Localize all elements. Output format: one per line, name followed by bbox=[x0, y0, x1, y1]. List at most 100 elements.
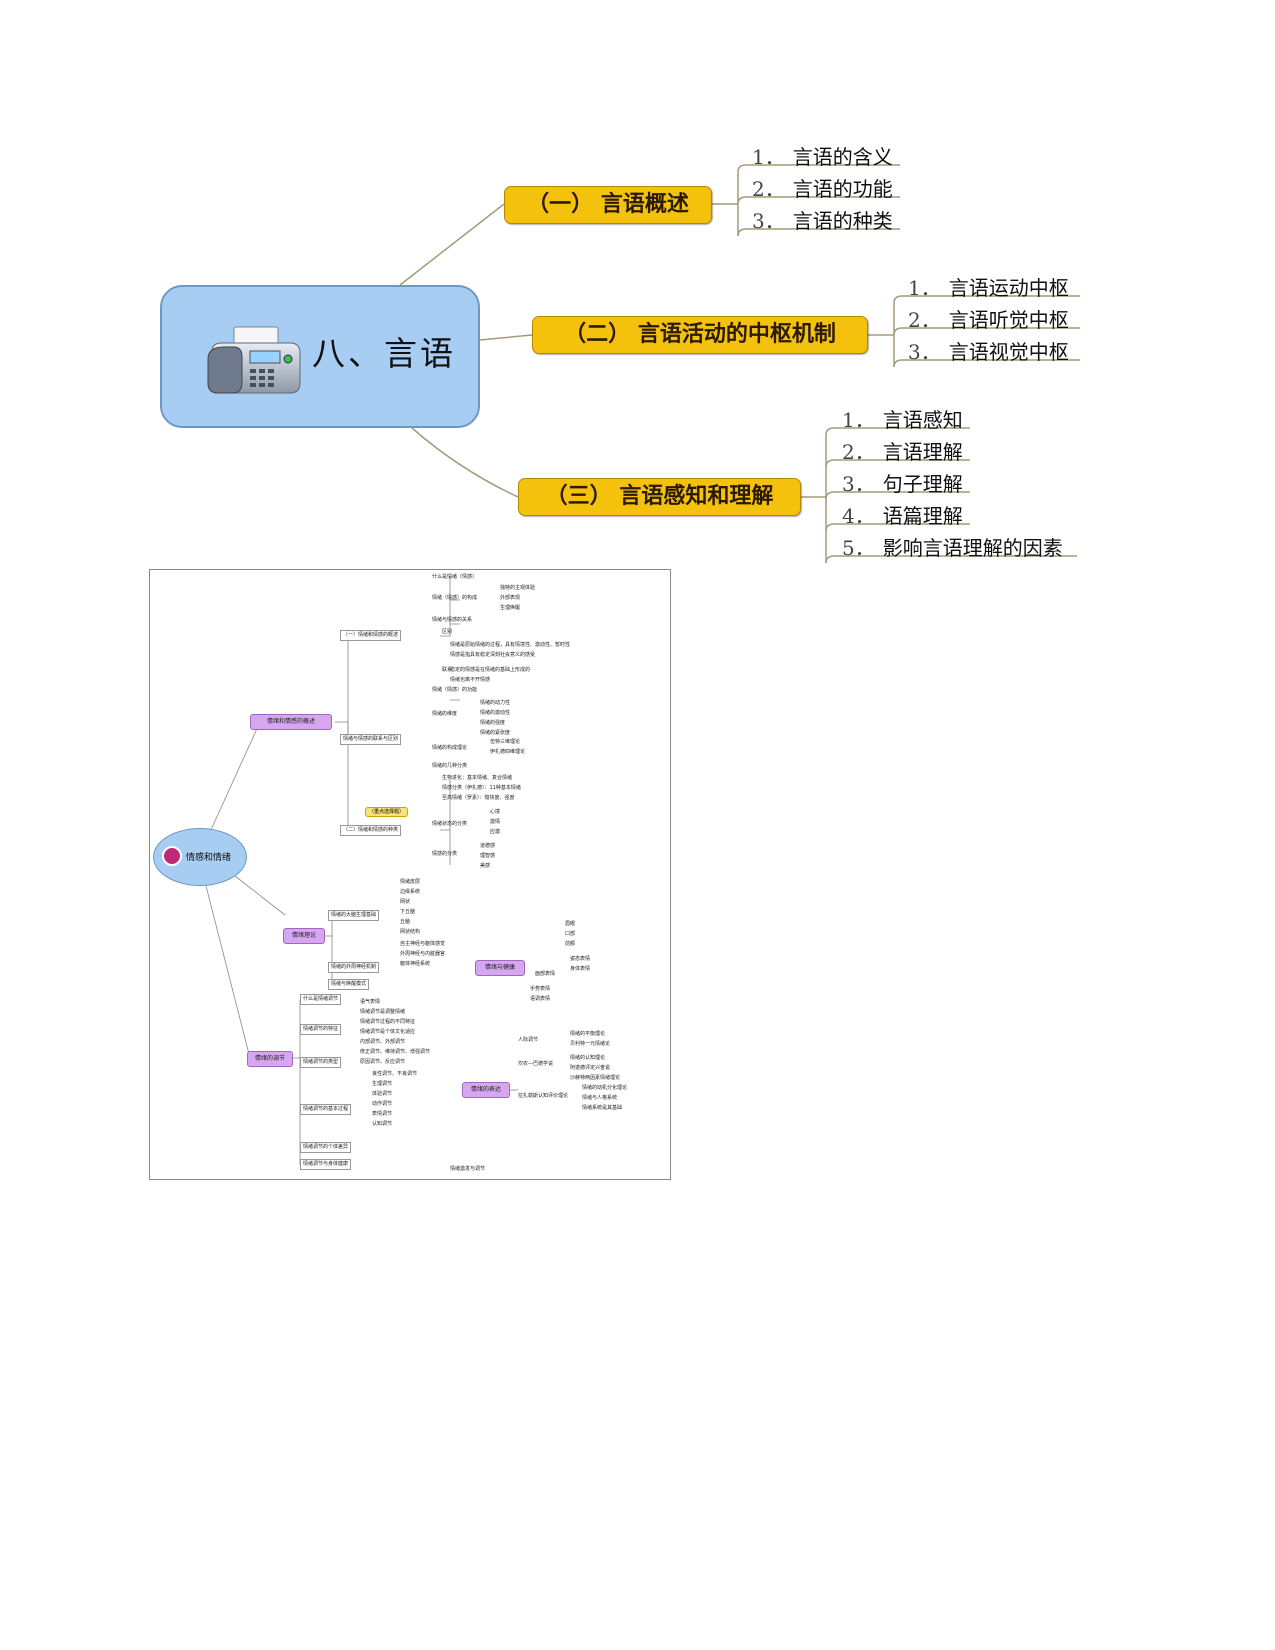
detail-text: 认知调节 bbox=[372, 1121, 393, 1127]
detail-text: 表情调节 bbox=[372, 1111, 393, 1117]
leaf-item: 4．语篇理解 bbox=[842, 504, 963, 528]
leaf-item: 3．言语的种类 bbox=[752, 209, 893, 233]
detail-text: 体验调节 bbox=[372, 1091, 393, 1097]
map1-root-label: 八、言语 bbox=[312, 334, 456, 373]
detail-text: 阿诺德评定兴奋说 bbox=[570, 1065, 611, 1071]
sub-node: 情绪调节的基本过程 bbox=[300, 1104, 352, 1115]
leaf-item: 3．言语视觉中枢 bbox=[908, 340, 1069, 364]
detail-text: 网状结构 bbox=[400, 929, 421, 935]
detail-text: 什么是情绪（情感） bbox=[432, 574, 478, 580]
key-point-tag: （重点选择题） bbox=[365, 807, 409, 817]
detail-text: 美感 bbox=[480, 863, 491, 869]
detail-text: 自主神经与躯体感觉 bbox=[400, 941, 446, 947]
detail-text: 情绪皮层 bbox=[400, 879, 421, 885]
connector-root-branch1 bbox=[399, 203, 505, 286]
detail-text: 情绪的维度 bbox=[432, 711, 458, 717]
sub-node: 什么是情绪调节 bbox=[300, 994, 342, 1005]
detail-text: 生物进化：基本情绪、复合情绪 bbox=[442, 775, 513, 781]
leaf-item: 2．言语的功能 bbox=[752, 177, 893, 201]
branch-central-mechanism: （二） 言语活动的中枢机制 bbox=[532, 316, 868, 354]
detail-text: 躯体神经系统 bbox=[400, 961, 431, 967]
detail-text: 语调表情 bbox=[530, 996, 551, 1002]
branch-emotion-expression: 情绪的表达 bbox=[462, 1082, 510, 1098]
detail-text: 面部表情 bbox=[535, 971, 556, 977]
sub-node: （一）情绪和情感的概述 bbox=[340, 630, 402, 641]
sub-node: 情绪调节与身体健康 bbox=[300, 1159, 352, 1170]
sub-node: 情绪的外周神经机制 bbox=[328, 962, 380, 973]
detail-text: 坎农—巴德学说 bbox=[518, 1061, 554, 1067]
detail-text: 生理唤醒 bbox=[500, 605, 521, 611]
detail-text: 激情 bbox=[490, 819, 501, 825]
detail-text: 情感是指具有稳定深刻社会意义的感受 bbox=[450, 652, 536, 658]
sub-node: 情绪与情感的联系与区别 bbox=[340, 734, 402, 745]
detail-text: 道德感 bbox=[480, 843, 496, 849]
fax-machine-icon bbox=[207, 326, 301, 394]
leaf-item: 2．言语理解 bbox=[842, 440, 963, 464]
detail-text: 动作调节 bbox=[372, 1101, 393, 1107]
detail-text: 情绪（情感）的构成 bbox=[432, 595, 478, 601]
detail-text: 情绪的平衡理论 bbox=[570, 1031, 606, 1037]
detail-text: 眉眼 bbox=[565, 921, 576, 927]
leaf-item: 1．言语的含义 bbox=[752, 145, 893, 169]
detail-text: 独特的主观体验 bbox=[500, 585, 536, 591]
detail-text: 情绪的几种分类 bbox=[432, 763, 468, 769]
branch-emotion-theory: 情绪理论 bbox=[283, 928, 325, 944]
detail-text: 情绪是原始情绪的过程，具有情境性、激动性、暂时性 bbox=[450, 642, 571, 648]
detail-text: 情绪调节是个体文化适应 bbox=[360, 1029, 416, 1035]
detail-text: 情绪与人格系统 bbox=[582, 1095, 618, 1101]
sub-node: 情绪与唤醒模式 bbox=[328, 979, 370, 990]
branch-label: （三） 言语感知和理解 bbox=[545, 484, 774, 509]
detail-text: 情绪的紧张度 bbox=[480, 730, 511, 736]
detail-text: 伍特三维理论 bbox=[490, 739, 521, 745]
detail-text: 生理调节 bbox=[372, 1081, 393, 1087]
leaf-item: 1．言语运动中枢 bbox=[908, 276, 1069, 300]
detail-text: 情绪系统是其基础 bbox=[582, 1105, 623, 1111]
map1-root-node: 八、言语 bbox=[160, 285, 480, 428]
leaf-item: 2．言语听觉中枢 bbox=[908, 308, 1069, 332]
branch-perception-comprehension: （三） 言语感知和理解 bbox=[518, 478, 801, 516]
detail-text: 情绪的动力性 bbox=[480, 700, 511, 706]
connector-root-branch2 bbox=[479, 334, 533, 341]
detail-text: 情绪也离不开情感 bbox=[450, 677, 491, 683]
detail-text: 口部 bbox=[565, 931, 576, 937]
detail-text: 情感分类（伊扎德）：11种基本情绪 bbox=[442, 785, 521, 791]
detail-text: 情绪与情感的关系 bbox=[432, 617, 473, 623]
detail-text: 身体表情 bbox=[570, 966, 591, 972]
detail-text: 稳定的情感是在情绪的基础上形成的 bbox=[450, 667, 531, 673]
map1-connectors bbox=[399, 164, 1080, 564]
detail-text: 沙赫特两因素情绪理论 bbox=[570, 1075, 621, 1081]
leaf-item: 3．句子理解 bbox=[842, 472, 963, 496]
detail-text: 应激 bbox=[490, 829, 501, 835]
sub-node: （二）情绪和情感的种类 bbox=[340, 825, 402, 836]
detail-text: 前额 bbox=[565, 941, 576, 947]
detail-text: 情绪的强度 bbox=[480, 720, 506, 726]
sub-node: 情绪调节的类型 bbox=[300, 1057, 342, 1068]
detail-text: 边缘系统 bbox=[400, 889, 421, 895]
detail-text: 良性调节、不良调节 bbox=[372, 1071, 418, 1077]
detail-text: 情绪（情感）的功能 bbox=[432, 687, 478, 693]
sub-node: 情绪调节的个体差异 bbox=[300, 1142, 352, 1153]
detail-text: 下丘脑 bbox=[400, 909, 416, 915]
detail-text: 情绪的认知理论 bbox=[570, 1055, 606, 1061]
detail-text: 修正调节、维持调节、增强调节 bbox=[360, 1049, 431, 1055]
leaf-item: 1．言语感知 bbox=[842, 408, 963, 432]
connector-root-branch3 bbox=[411, 427, 519, 498]
detail-text: 姿态表情 bbox=[570, 956, 591, 962]
detail-text: 情绪激发与调节 bbox=[450, 1166, 486, 1172]
language-mind-map: 八、言语 （一） 言语概述 1．言语的含义 2．言语的功能 3．言语的种类 （二… bbox=[0, 0, 1275, 600]
detail-text: 人际调节 bbox=[518, 1037, 539, 1043]
detail-text: 情绪的激动性 bbox=[480, 710, 511, 716]
detail-text: 情绪的构成理论 bbox=[432, 745, 468, 751]
detail-text: 外周神经与内脏器官 bbox=[400, 951, 446, 957]
branch-language-overview: （一） 言语概述 bbox=[504, 186, 712, 224]
detail-text: 至高情绪（罗素）：愉快度、强度 bbox=[442, 795, 515, 801]
detail-text: 手势表情 bbox=[530, 986, 551, 992]
detail-text: 区别 bbox=[442, 629, 453, 635]
detail-text: 丘脑 bbox=[400, 919, 411, 925]
detail-text: 情绪调节过程的不同特征 bbox=[360, 1019, 416, 1025]
detail-text: 情感的分类 bbox=[432, 851, 458, 857]
detail-text: 伊扎德四维理论 bbox=[490, 749, 526, 755]
leaf-item: 5．影响言语理解的因素 bbox=[842, 536, 1063, 560]
sub-node: 情绪的大脑生理基础 bbox=[328, 910, 380, 921]
map2-root-node: 情感和情绪 bbox=[153, 828, 247, 886]
